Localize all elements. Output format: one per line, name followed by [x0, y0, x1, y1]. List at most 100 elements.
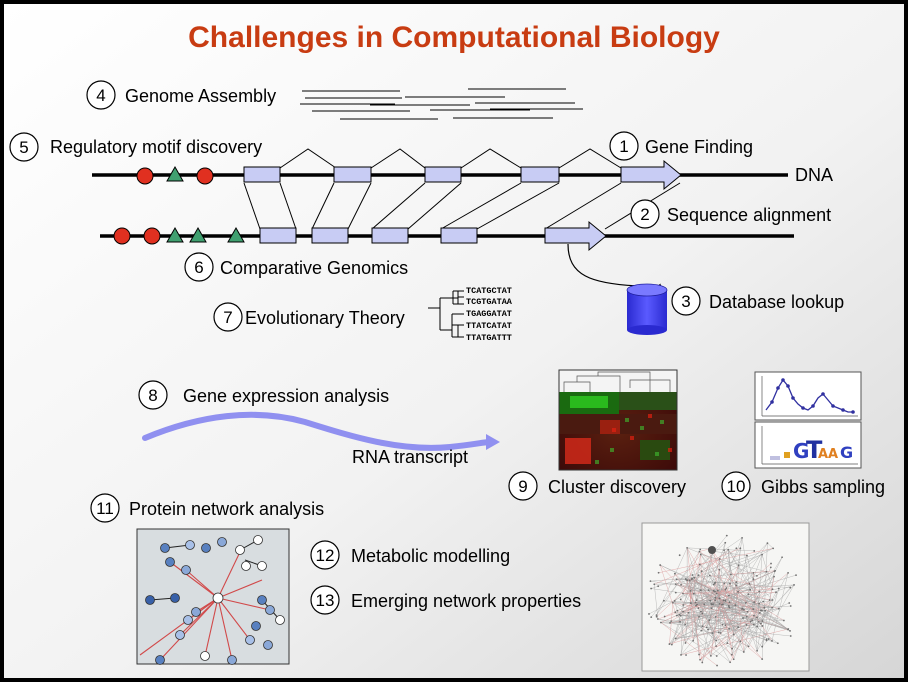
network-node	[668, 643, 671, 645]
motif-red	[196, 167, 214, 185]
network-node	[718, 557, 721, 560]
network-node	[771, 588, 774, 591]
network-node	[725, 534, 728, 537]
network-node	[764, 609, 767, 612]
network-edge	[685, 542, 726, 580]
network-edge	[723, 537, 743, 551]
network-edge	[648, 548, 774, 615]
network-edge	[715, 600, 784, 621]
network-node	[699, 589, 702, 592]
network-edge	[743, 589, 751, 610]
number-circle	[86, 80, 116, 110]
network-edge	[728, 549, 732, 575]
network-node	[741, 536, 743, 539]
motif-green	[227, 226, 245, 243]
network-edge	[701, 571, 716, 583]
network-edge	[756, 584, 795, 651]
network-edge	[713, 551, 747, 556]
gene-finding-group: 1 Gene Finding	[609, 131, 753, 161]
network-edge	[656, 547, 688, 616]
network-node	[698, 653, 700, 656]
network-node	[746, 610, 749, 613]
network-node	[685, 654, 687, 656]
network-node	[789, 635, 792, 637]
number-circle	[184, 252, 214, 282]
network-node	[672, 601, 674, 604]
network-edge	[762, 588, 779, 647]
network-node	[753, 550, 756, 552]
sequence: TTATGATTT	[466, 333, 512, 343]
network-node	[771, 606, 774, 609]
network-node	[787, 571, 789, 574]
network-edge	[699, 564, 766, 611]
network-node	[732, 658, 735, 661]
network-edge	[737, 591, 755, 603]
network-node	[693, 576, 696, 579]
number-circle	[9, 132, 39, 162]
network-node	[682, 592, 684, 595]
dna-label: DNA	[795, 165, 833, 185]
network-node	[670, 620, 673, 623]
network-node	[698, 550, 701, 553]
network-node	[747, 645, 750, 648]
network-edge	[669, 602, 674, 645]
network-edge	[696, 554, 763, 605]
network-node	[723, 549, 725, 552]
network-node	[752, 578, 755, 581]
network-node	[714, 599, 717, 602]
network-node	[659, 564, 662, 566]
network-edge	[675, 612, 778, 644]
network-node	[701, 625, 704, 628]
network-node	[695, 599, 698, 602]
exon	[424, 166, 462, 183]
network-node	[689, 602, 692, 605]
network-edge	[660, 564, 692, 580]
network-node	[746, 554, 748, 557]
network-node	[715, 639, 718, 642]
network-edge	[683, 611, 717, 641]
item-label: Emerging network properties	[351, 591, 581, 611]
network-edge	[680, 611, 684, 655]
network-edge	[699, 551, 760, 592]
number-circle	[671, 286, 701, 316]
network-edge	[716, 607, 773, 657]
network-node	[761, 553, 763, 556]
network-node	[712, 589, 715, 592]
exon	[371, 227, 409, 244]
network-edge	[676, 579, 791, 588]
network-node	[675, 578, 678, 581]
item-number: 1	[619, 137, 628, 156]
network-node	[700, 570, 703, 573]
network-edge	[654, 582, 737, 585]
gene-expression-group: 8 Gene expression analysis	[138, 380, 389, 410]
network-node	[682, 604, 685, 606]
network-edge	[743, 592, 777, 653]
network-node	[679, 620, 681, 623]
network-edge	[683, 577, 695, 606]
network-edge	[687, 547, 755, 552]
network-node	[732, 633, 735, 636]
network-node	[782, 619, 785, 622]
number-circle	[310, 585, 340, 615]
large-network-image	[641, 522, 810, 672]
network-node	[709, 599, 712, 602]
network-edge	[719, 574, 797, 599]
network-node	[761, 625, 764, 627]
network-node	[689, 589, 692, 592]
network-node	[663, 615, 666, 618]
network-node	[700, 629, 703, 632]
sequence: TGAGGATAT	[466, 309, 512, 319]
item-number: 3	[681, 292, 690, 311]
logo-letters: G	[793, 439, 809, 463]
network-edge	[654, 548, 741, 585]
network-node	[752, 571, 755, 574]
network-edge	[725, 589, 761, 611]
network-node	[663, 599, 665, 602]
network-node	[674, 611, 677, 614]
network-node	[716, 589, 719, 592]
item-label: Gibbs sampling	[761, 477, 885, 497]
network-node	[737, 564, 740, 567]
network-edge	[669, 549, 729, 645]
network-edge	[731, 599, 770, 649]
